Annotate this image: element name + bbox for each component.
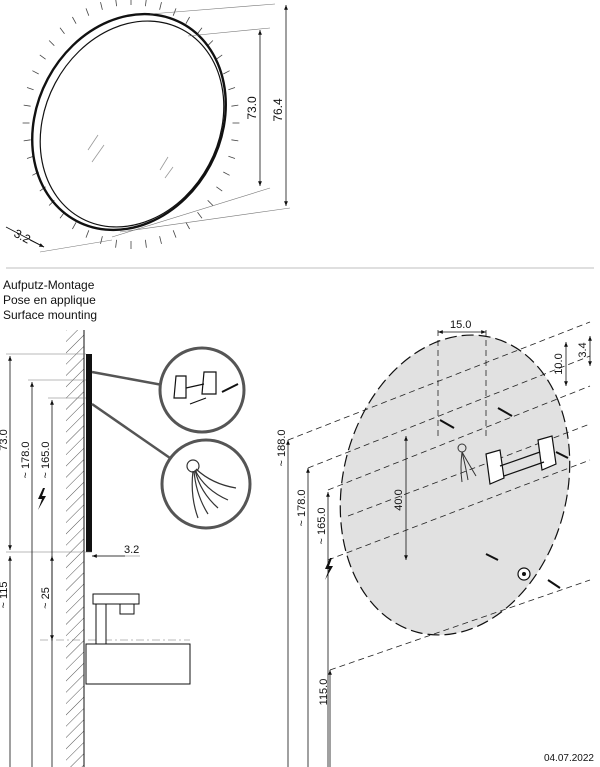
light-ray	[197, 27, 203, 35]
mirror-back-rim	[31, 12, 227, 232]
dim-3-2-label: 3.2	[12, 226, 34, 246]
mirror-side	[86, 354, 92, 552]
light-ray	[72, 222, 77, 230]
heading-fr: Pose en applique	[3, 293, 96, 307]
light-ray	[26, 87, 34, 91]
top-mirror-view: 76.4 73.0 3.2	[5, 0, 291, 253]
light-ray	[228, 155, 236, 159]
drawing-date: 04.07.2022	[543, 753, 594, 764]
cable-icon	[186, 459, 237, 519]
heading-en: Surface mounting	[3, 308, 98, 322]
light-ray	[216, 186, 223, 192]
light-ray	[197, 211, 203, 219]
faucet	[92, 593, 140, 645]
light-ray	[159, 236, 162, 244]
wall	[66, 330, 84, 767]
light-ray	[115, 0, 117, 7]
light-ray	[223, 70, 230, 75]
light-ray	[231, 139, 239, 142]
wall-brackets	[485, 435, 557, 485]
light-ray	[115, 239, 117, 248]
light-ray	[85, 8, 90, 16]
dim-side-73-label: 73.0	[0, 429, 10, 450]
screws	[439, 407, 569, 589]
power-symbol-side	[38, 488, 46, 510]
side-view: 73.0 ~ 178.0 ~ 165.0 3.2 ~ 115 ~ 25	[0, 330, 252, 767]
light-ray	[145, 0, 147, 7]
light-ray	[228, 87, 236, 91]
cable-outlet	[457, 443, 477, 483]
light-ray	[231, 104, 239, 107]
dim-73-0-label: 73.0	[245, 96, 259, 120]
dim-side-178-label: ~ 178.0	[20, 441, 32, 478]
mirror-glass	[39, 20, 225, 228]
mirror-outline-dashed	[339, 334, 571, 636]
dim-side-25-label: ~ 25	[40, 587, 52, 609]
light-ray	[100, 236, 103, 244]
light-ray	[72, 16, 77, 24]
light-ray	[32, 70, 39, 75]
light-ray	[207, 200, 214, 206]
light-ray	[59, 27, 65, 35]
dim-3-4-label: 3.4	[577, 342, 589, 357]
light-ray	[159, 2, 162, 10]
light-ray	[85, 230, 90, 238]
detail-cable	[160, 438, 252, 530]
dim-188-label: ~ 188.0	[276, 429, 288, 466]
basin	[85, 643, 191, 685]
light-ray	[207, 40, 214, 46]
light-ray	[39, 54, 46, 60]
dim-76-4-label: 76.4	[271, 98, 285, 122]
light-ray	[172, 230, 177, 238]
dim-115-label: 115.0	[318, 679, 330, 706]
dim-side-165-label: ~ 165.0	[40, 441, 52, 478]
bracket-icon	[173, 371, 239, 405]
dim-side-3-2-label: 3.2	[124, 544, 139, 556]
light-ray	[185, 16, 190, 24]
light-ray	[100, 2, 103, 10]
mounting-view: 15.0 10.0 3.4 ~ 188.0 ~ 178.0 ~ 165.0 40…	[276, 319, 592, 767]
dim-40-label: 40.0	[393, 489, 405, 510]
dim-165-label: ~ 165.0	[316, 507, 328, 544]
dim-10-label: 10.0	[553, 353, 565, 374]
light-ray	[216, 54, 223, 60]
light-ray	[48, 40, 55, 46]
light-ray	[145, 239, 147, 248]
dim-15-label: 15.0	[450, 319, 471, 331]
light-ray	[23, 139, 31, 142]
heading-de: Aufputz-Montage	[3, 278, 95, 292]
light-ray	[223, 171, 230, 176]
light-ray	[23, 104, 31, 107]
power-symbol-mount	[325, 558, 333, 580]
dim-side-115-label: ~ 115	[0, 581, 10, 608]
light-ray	[185, 222, 190, 230]
dim-178-label: ~ 178.0	[296, 489, 308, 526]
